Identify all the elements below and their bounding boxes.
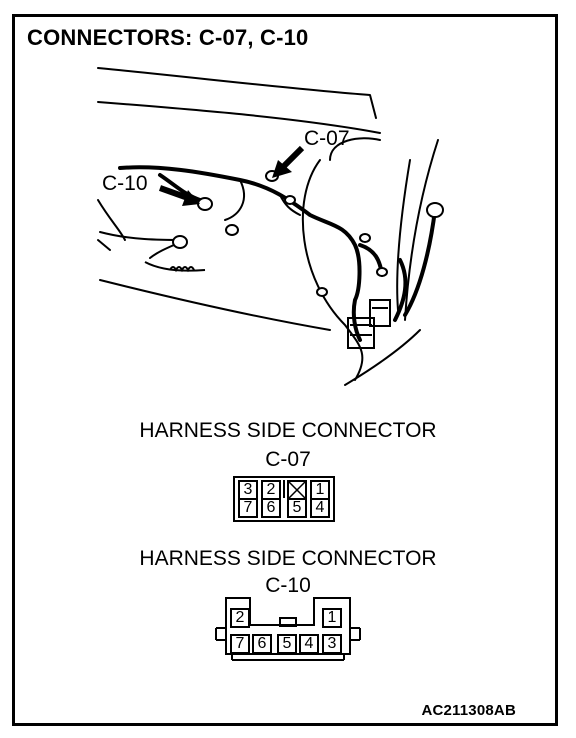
- c07-pin-3: 3: [238, 480, 258, 500]
- c10-pin-3: 3: [322, 634, 342, 654]
- pillar-line: [404, 139, 439, 321]
- c10-heading: HARNESS SIDE CONNECTOR: [139, 547, 437, 570]
- page-title: CONNECTORS: C-07, C-10: [27, 25, 309, 50]
- harness-branch-1: [158, 173, 202, 202]
- connector-blob: [172, 235, 188, 249]
- wire-small: [279, 194, 301, 216]
- c07-pin-1: 1: [310, 480, 330, 500]
- c10-pin-7: 7: [230, 634, 250, 654]
- connector-blob: [316, 287, 328, 297]
- connector-blob: [225, 224, 239, 236]
- ground-strap-coil: [169, 266, 195, 273]
- c10-callout-label: C-10: [102, 172, 148, 195]
- c10-arrow: [158, 185, 200, 206]
- connector-blob-c10: [197, 197, 213, 211]
- c10-code: C-10: [265, 574, 311, 597]
- junction-block-2: [369, 299, 391, 327]
- c10-connector-body: [215, 597, 361, 661]
- dashboard-top-edge: [97, 67, 377, 119]
- lower-trim: [344, 329, 421, 386]
- harness-right: [403, 208, 437, 317]
- c07-pin-7: 7: [238, 498, 258, 518]
- c07-code: C-07: [265, 448, 311, 471]
- dashboard-upper-curve: [97, 101, 381, 134]
- c10-pin-2: 2: [230, 608, 250, 628]
- harness-branch-3: [393, 258, 408, 322]
- c07-callout-label: C-07: [304, 127, 350, 150]
- grommet: [426, 202, 444, 218]
- figure-reference-code: AC211308AB: [421, 702, 516, 719]
- dashboard-lower-edge: [99, 279, 331, 331]
- c07-connector-body: [233, 476, 335, 522]
- c07-pin-4: 4: [310, 498, 330, 518]
- c10-pin-5: 5: [277, 634, 297, 654]
- connector-blob: [359, 233, 371, 243]
- c10-pin-1: 1: [322, 608, 342, 628]
- connector-blob: [284, 195, 296, 205]
- c07-pin-2: 2: [261, 480, 281, 500]
- c10-pin-6: 6: [252, 634, 272, 654]
- wire-loop: [224, 179, 245, 221]
- dash-left-2: [97, 239, 111, 251]
- panel-curve: [301, 159, 364, 381]
- c10-pin-4: 4: [299, 634, 319, 654]
- c07-arrow: [272, 145, 305, 178]
- junction-hatch: [350, 307, 388, 336]
- main-harness: [118, 165, 362, 342]
- lower-wire: [99, 231, 186, 241]
- blank-cavity-x-icon: [288, 481, 306, 499]
- panel-curve-2: [329, 137, 381, 161]
- figure-frame: [12, 14, 558, 726]
- junction-block: [347, 317, 375, 349]
- c07-heading: HARNESS SIDE CONNECTOR: [139, 419, 437, 442]
- c07-pin-6: 6: [261, 498, 281, 518]
- pillar-line-2: [396, 159, 411, 311]
- c07-pin-5: 5: [287, 498, 307, 518]
- c07-pin-empty: [287, 480, 307, 500]
- connector-blob: [376, 267, 388, 277]
